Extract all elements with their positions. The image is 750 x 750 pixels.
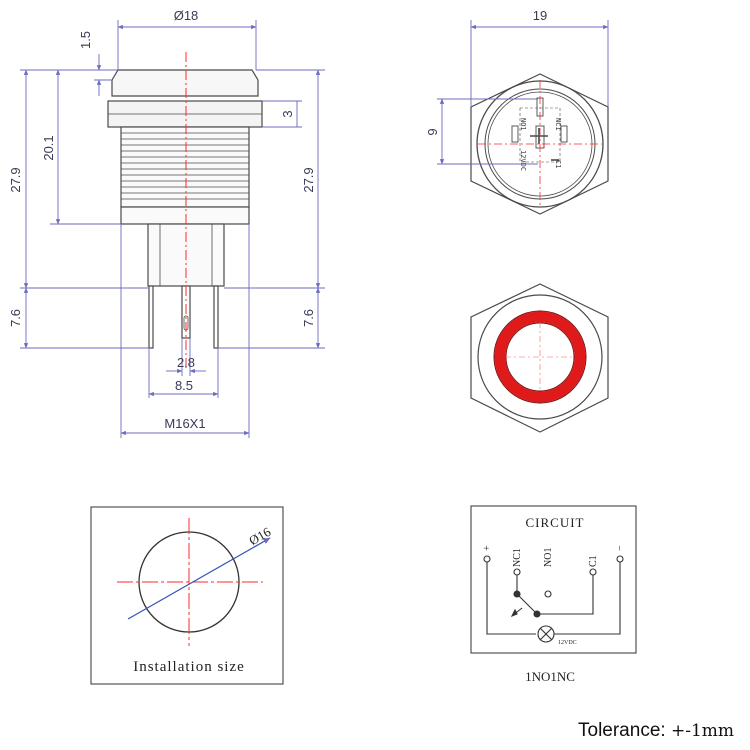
installation-frame	[90, 506, 284, 685]
pin-right	[213, 285, 219, 349]
terminal-code-12vdc: 12VDC	[519, 150, 527, 171]
circuit-terminal-nc1: NC1	[512, 548, 523, 567]
terminal-code-no1: NO1	[519, 118, 527, 131]
tolerance-note: Tolerance: +-1mm	[578, 720, 734, 742]
thread-len-label: 20.1	[41, 135, 56, 160]
pin-span-label: 8.5	[175, 378, 193, 393]
rear-height-label: 9	[425, 128, 440, 135]
pin-width-label: 2.8	[177, 355, 195, 370]
circuit-terminal-minus: −	[615, 545, 626, 551]
tolerance-label: Tolerance:	[578, 720, 666, 741]
terminal-code-c1: C1	[554, 160, 562, 168]
installation-panel: Ø16 Installation size	[90, 506, 284, 685]
tolerance-value: +-1mm	[670, 721, 734, 741]
circuit-terminal-c1: C1	[588, 555, 599, 567]
installation-dia-line	[127, 537, 271, 620]
installation-dia-label: Ø16	[246, 524, 273, 548]
side-dimension-labels: Ø18 1.5 3 27.9 20.1 27.9 7.6 7.6 2.8 8.5…	[8, 8, 316, 431]
body-len-right-label: 27.9	[301, 167, 316, 192]
side-view	[107, 69, 263, 349]
circuit-caption: 1NO1NC	[525, 669, 575, 684]
circuit-terminal-no1: NO1	[543, 548, 554, 567]
front-view	[470, 283, 609, 433]
flange-1-5-label: 1.5	[78, 31, 93, 49]
circuit-frame	[470, 505, 637, 654]
switch-head	[111, 69, 259, 97]
lamp-label: 12VDC	[558, 640, 577, 646]
rear-terminal-codes: NO1 NC1 C1 12VDC	[519, 118, 562, 171]
thread-lines	[121, 132, 249, 200]
dia-18-label: Ø18	[174, 8, 199, 23]
rear-dimensions	[437, 20, 609, 165]
nut-3-label: 3	[280, 110, 295, 117]
installation-caption: Installation size	[133, 659, 245, 675]
thread-spec-label: M16X1	[164, 416, 205, 431]
front-hex-nut	[470, 283, 609, 433]
circuit-title: CIRCUIT	[526, 515, 585, 530]
circuit-panel: CIRCUIT + NC	[470, 505, 637, 684]
rear-width-label: 19	[533, 8, 547, 23]
led-ring	[494, 311, 586, 403]
side-dimensions	[20, 20, 325, 438]
terminal-code-nc1: NC1	[554, 118, 562, 131]
rear-view	[470, 73, 609, 215]
threaded-body	[120, 126, 250, 208]
switch-base	[120, 206, 250, 225]
pin-len-right-label: 7.6	[301, 309, 316, 327]
body-len-left-label: 27.9	[8, 167, 23, 192]
circuit-terminal-plus: +	[482, 545, 493, 551]
pin-left	[148, 285, 154, 349]
pin-len-left-label: 7.6	[8, 309, 23, 327]
switch-arm	[516, 593, 538, 615]
